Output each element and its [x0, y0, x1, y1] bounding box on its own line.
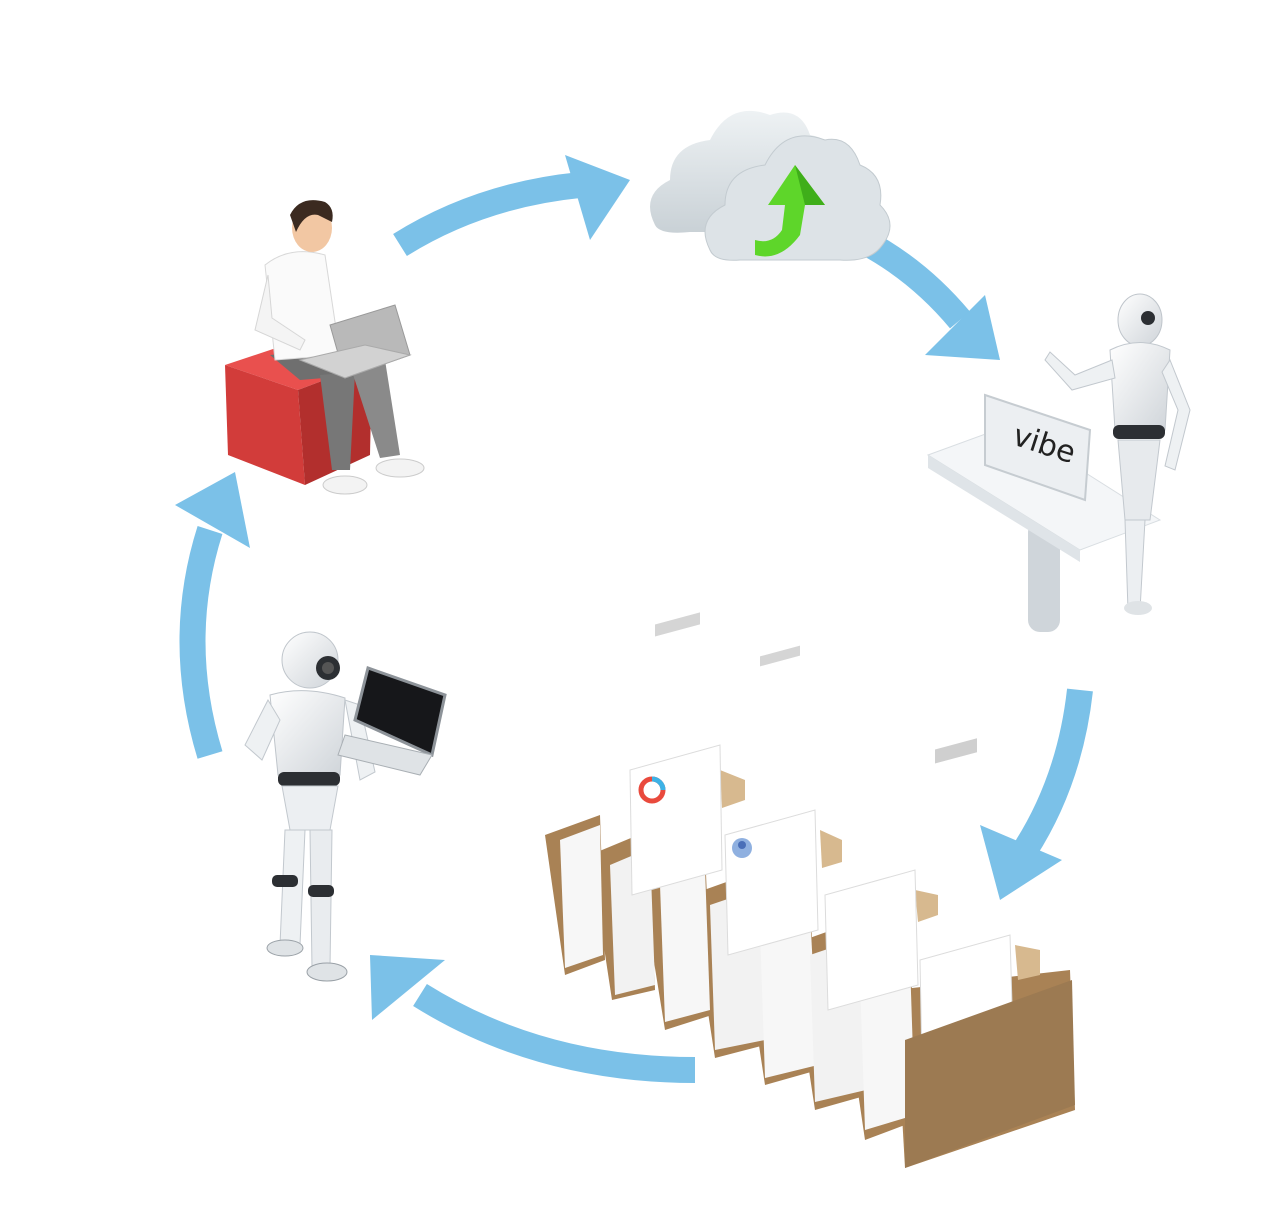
person-laptop-icon — [225, 200, 425, 495]
arrow-files-to-robot-laptop — [370, 955, 696, 1083]
robot-laptop-icon — [244, 631, 447, 982]
arrow-user-to-cloud — [393, 155, 630, 257]
cloud-upload-icon — [650, 110, 891, 261]
arrow-robot-desk-to-files — [980, 688, 1093, 900]
file-folders-icon — [545, 612, 1075, 1168]
arrow-robot-laptop-to-user — [175, 472, 250, 759]
robot-desk-icon: vibe — [926, 293, 1191, 632]
